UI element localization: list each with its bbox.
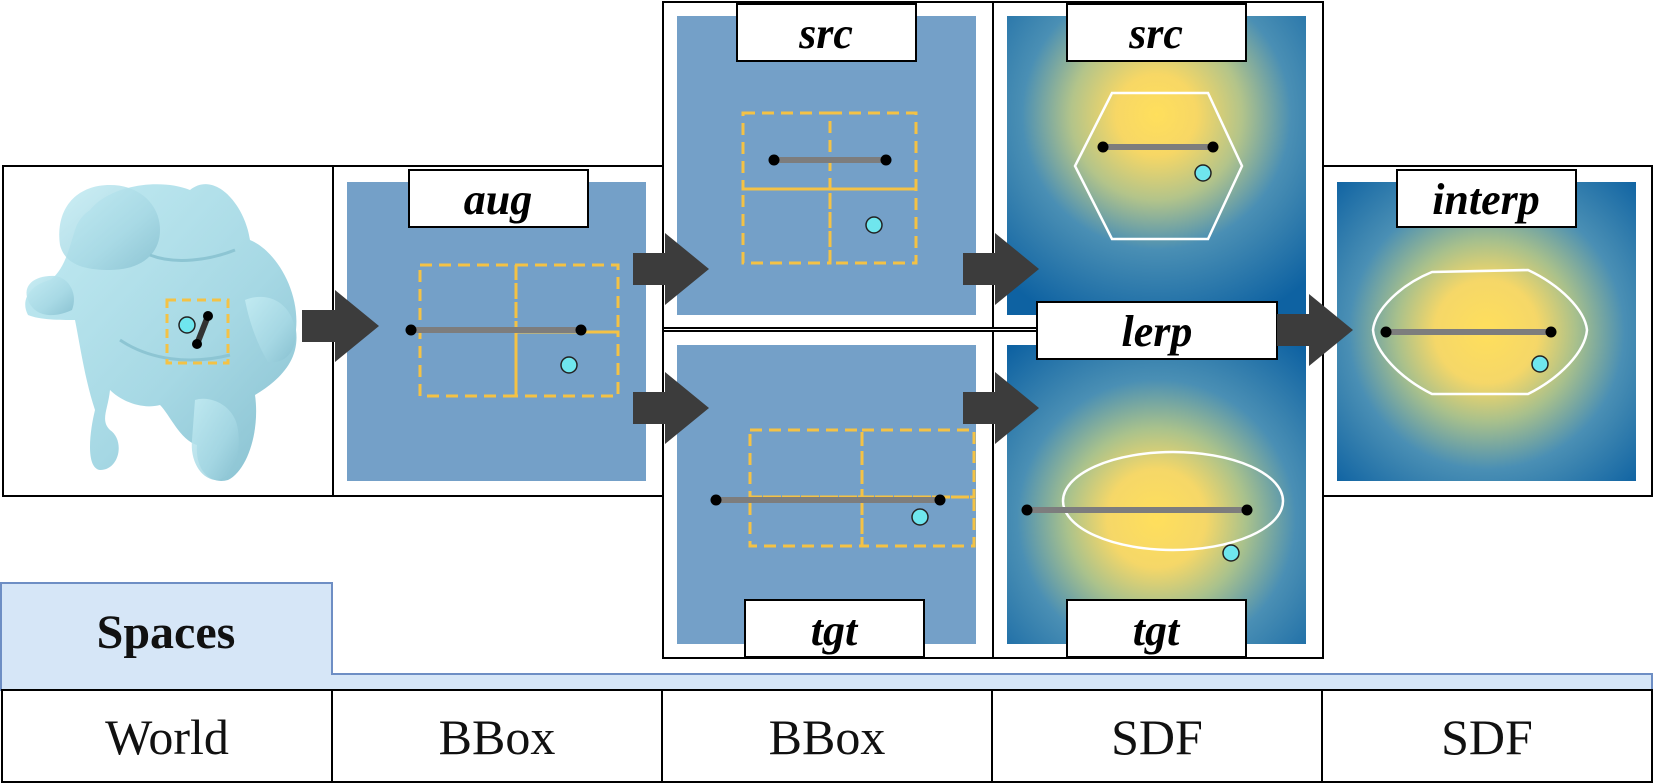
spaces-tab-label: Spaces	[97, 606, 236, 659]
lerp-label: lerp	[1122, 307, 1193, 356]
tgt-sdf-panel: tgt	[992, 330, 1324, 659]
arrow-lerp-to-interp	[1277, 294, 1353, 366]
src-bbox-label: src	[798, 9, 853, 58]
space-sdf-2: SDF	[1441, 709, 1533, 765]
tgt-bbox-query-point	[911, 508, 929, 526]
src-sdf-panel: src	[992, 1, 1324, 329]
arrow-src-bbox-to-sdf	[963, 233, 1039, 305]
interp-label: interp	[1432, 175, 1540, 224]
interp-endpoint-1	[1380, 326, 1392, 338]
lerp-box	[1036, 301, 1278, 360]
src-bbox-panel: src	[662, 1, 994, 329]
aug-endpoint-1	[405, 324, 417, 336]
src-sdf-endpoint-2	[1207, 141, 1219, 153]
space-bbox-2: BBox	[769, 709, 886, 765]
interp-query-point	[1531, 355, 1549, 373]
src-sdf-label: src	[1128, 9, 1183, 58]
interp-panel: interp	[1322, 165, 1653, 497]
interp-sdf-isocontour	[1371, 268, 1589, 396]
aug-panel: aug	[332, 165, 664, 497]
src-bbox-endpoint-2	[880, 154, 892, 166]
tgt-bbox-endpoint-1	[710, 494, 722, 506]
world-endpoint-2	[203, 311, 213, 321]
tgt-sdf-endpoint-1	[1021, 504, 1033, 516]
spaces-row	[1, 689, 1653, 783]
tgt-sdf-isocontour	[1061, 450, 1285, 552]
world-dashed-box	[165, 298, 230, 365]
model-3d	[25, 184, 297, 481]
arrow-aug-to-src	[633, 233, 709, 305]
tgt-bbox-panel: tgt	[662, 330, 994, 659]
aug-query-point	[560, 356, 578, 374]
space-bbox-1: BBox	[439, 709, 556, 765]
tgt-bbox-label: tgt	[811, 606, 859, 655]
src-bbox-query-point	[865, 216, 883, 234]
interp-endpoint-2	[1545, 326, 1557, 338]
tgt-sdf-endpoint-2	[1241, 504, 1253, 516]
tgt-bbox-endpoint-2	[934, 494, 946, 506]
src-bbox-endpoint-1	[768, 154, 780, 166]
world-panel	[2, 165, 334, 497]
src-sdf-isocontour	[1073, 91, 1244, 241]
aug-label: aug	[464, 175, 532, 224]
tgt-sdf-label: tgt	[1133, 606, 1181, 655]
src-sdf-endpoint-1	[1097, 141, 1109, 153]
tgt-sdf-query-point	[1222, 544, 1240, 562]
space-sdf-1: SDF	[1111, 709, 1203, 765]
src-sdf-query-point	[1194, 164, 1212, 182]
arrow-world-to-aug	[302, 290, 379, 362]
world-query-point	[178, 316, 196, 334]
aug-endpoint-2	[575, 324, 587, 336]
arrow-tgt-bbox-to-sdf	[963, 372, 1039, 444]
arrow-aug-to-tgt	[633, 372, 709, 444]
space-world: World	[105, 709, 229, 765]
world-endpoint-1	[192, 339, 202, 349]
